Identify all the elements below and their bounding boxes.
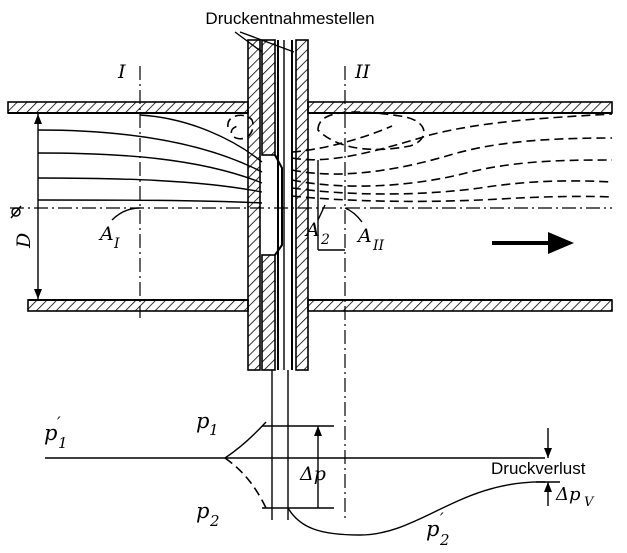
delta-p-label: Δp	[299, 463, 326, 485]
area-II-sub: II	[372, 238, 385, 254]
title-label: Druckentnahmestellen	[205, 9, 374, 28]
pressure-profile	[45, 421, 560, 536]
diameter-label: D	[13, 233, 35, 249]
p2-sub: 2	[209, 512, 220, 530]
orifice-plate	[247, 39, 309, 371]
upstream-streamlines	[37, 114, 263, 204]
p2-label: p	[196, 499, 209, 523]
area-II-label: A	[356, 225, 372, 247]
pipe-bottom-wall	[27, 299, 613, 312]
title-leader	[234, 31, 295, 53]
diameter-symbol-icon	[10, 205, 22, 219]
area-2-sub: 2	[320, 232, 330, 248]
a1-leader	[111, 207, 141, 221]
downstream-streamlines	[291, 113, 613, 203]
area-1-label: A	[98, 223, 114, 245]
diameter-dimension	[34, 114, 42, 299]
arrow-right-icon	[492, 232, 574, 254]
section-2-label: II	[354, 61, 371, 83]
downstream-vortex	[317, 111, 425, 151]
p1-label: p	[196, 409, 209, 433]
p1-sub: 1	[209, 421, 219, 439]
p1-prime-label: p	[44, 421, 57, 445]
pipe-top-wall	[7, 101, 613, 114]
area-2-label: A	[304, 219, 320, 241]
upstream-vortex	[227, 114, 254, 140]
p2-prime-label: p	[426, 517, 439, 541]
pressure-tap-lines	[271, 370, 289, 520]
area-1-sub: I	[113, 236, 120, 252]
p1-prime-sub: 1	[58, 434, 68, 452]
delta-pv-label: Δp	[555, 484, 581, 505]
p2-prime-sup: ′	[440, 509, 444, 528]
pressure-loss-label: Druckverlust	[491, 459, 586, 478]
delta-pv-sub: V	[584, 495, 595, 510]
a2-markers	[317, 160, 345, 251]
p1-prime-sup: ′	[57, 413, 61, 432]
section-1-label: I	[117, 61, 126, 83]
p2-prime-sub: 2	[439, 531, 450, 549]
aII-leader	[344, 207, 363, 223]
